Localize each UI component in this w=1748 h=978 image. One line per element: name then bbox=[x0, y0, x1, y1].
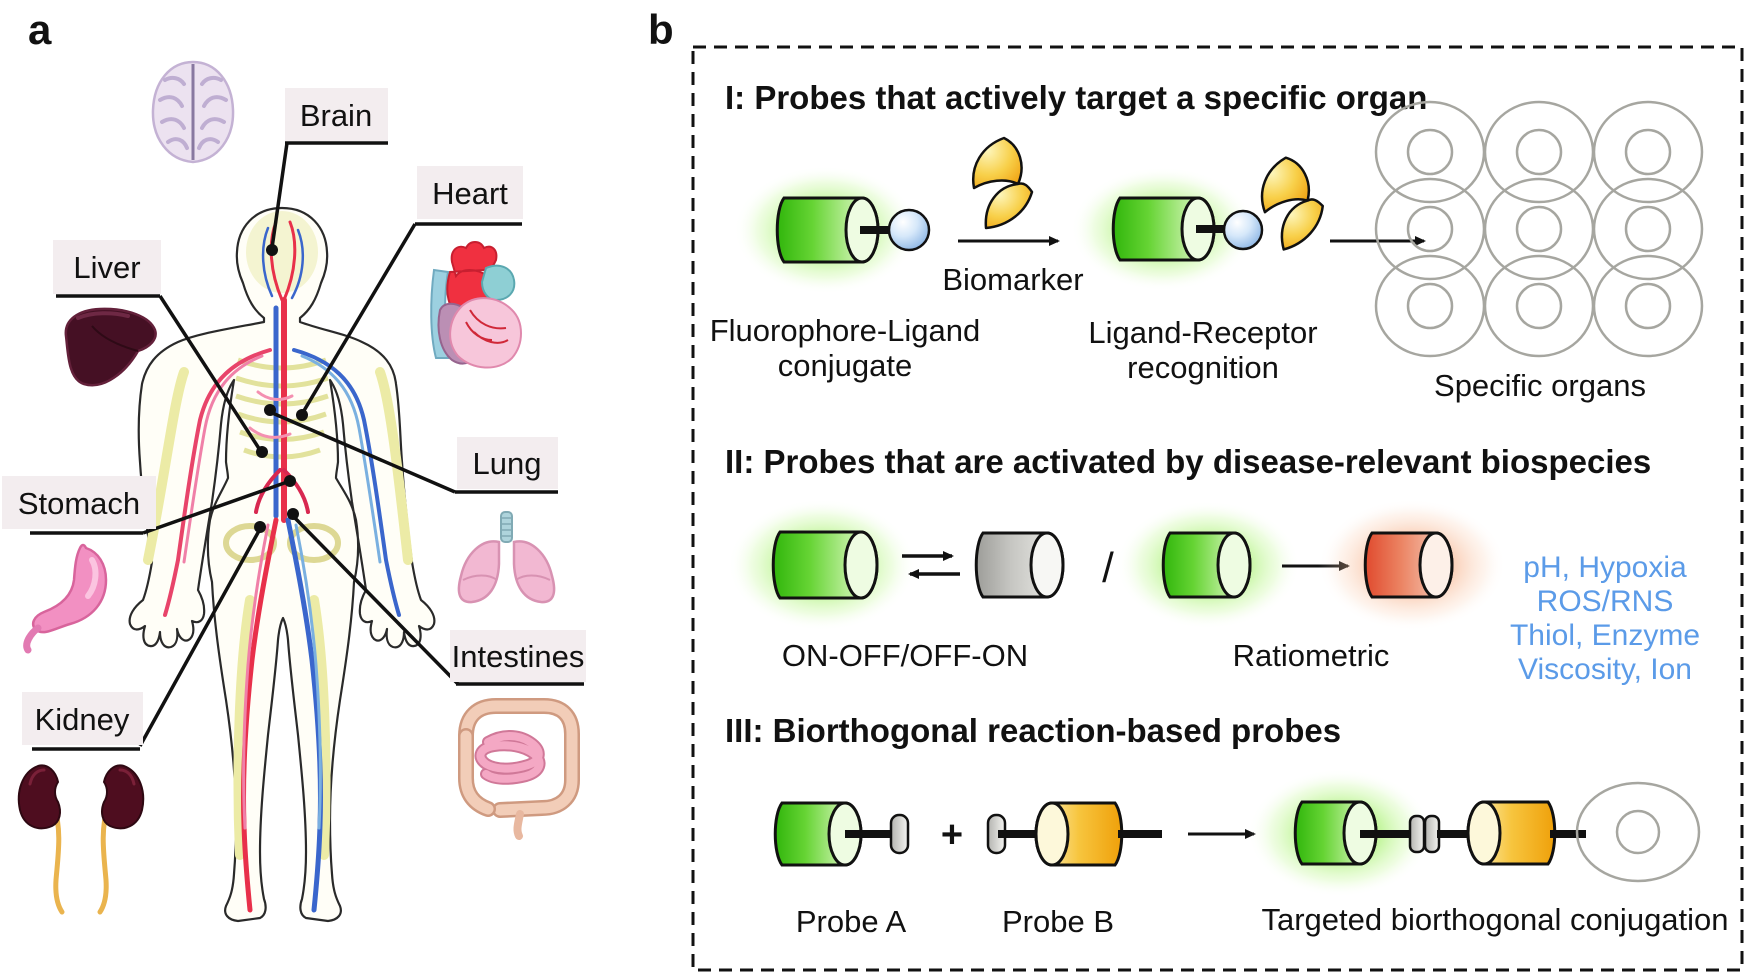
organ-label-stomach: Stomach bbox=[2, 476, 156, 535]
intestines-icon bbox=[458, 698, 580, 840]
organ-label-heart: Heart bbox=[415, 166, 523, 226]
conjugated-disc-1 bbox=[1408, 814, 1426, 854]
organ-label-kidney: Kidney bbox=[22, 692, 143, 751]
organ-label-brain: Brain bbox=[285, 88, 388, 145]
panel-b-letter: b bbox=[648, 6, 674, 53]
liver-label-text: Liver bbox=[73, 250, 140, 285]
panel-a-letter: a bbox=[28, 6, 52, 53]
human-body-illustration bbox=[128, 206, 436, 923]
analyte-line-4: Viscosity, Ion bbox=[1518, 653, 1692, 686]
biomarker-icon bbox=[972, 136, 1034, 230]
analyte-line-3: Thiol, Enzyme bbox=[1510, 619, 1700, 652]
lung-icon bbox=[457, 511, 556, 604]
specific-organs-caption: Specific organs bbox=[1434, 368, 1646, 403]
heart-icon bbox=[430, 241, 522, 369]
biomarker-arrow-label: Biomarker bbox=[942, 262, 1083, 297]
ratiometric-caption: Ratiometric bbox=[1233, 638, 1390, 673]
panel-a: a bbox=[2, 6, 586, 923]
organ-label-lung: Lung bbox=[455, 437, 558, 494]
probe-a-handle-disc bbox=[889, 813, 910, 855]
section-1: I: Probes that actively target a specifi… bbox=[710, 79, 1704, 403]
ratiometric-green-cylinder bbox=[1161, 531, 1252, 599]
recognition-caption-line2: recognition bbox=[1127, 350, 1279, 385]
organ-cell-grid bbox=[1374, 100, 1704, 358]
on-state-cylinder bbox=[771, 530, 879, 600]
product-caption: Targeted biorthogonal conjugation bbox=[1261, 902, 1728, 937]
panel-b: b I: Probes that actively target a speci… bbox=[648, 6, 1744, 972]
organ-marker-dots bbox=[254, 244, 308, 533]
section-3-title: III: Biorthogonal reaction-based probes bbox=[725, 712, 1341, 749]
section-2-title: II: Probes that are activated by disease… bbox=[725, 443, 1651, 480]
product-green-cylinder bbox=[1293, 800, 1378, 866]
analyte-list: pH, Hypoxia ROS/RNS Thiol, Enzyme Viscos… bbox=[1510, 551, 1700, 686]
equilibrium-arrows bbox=[902, 551, 960, 579]
conjugated-disc-2 bbox=[1423, 814, 1441, 854]
section-2: II: Probes that are activated by disease… bbox=[725, 443, 1700, 686]
lung-label-text: Lung bbox=[473, 446, 542, 481]
skull-tint bbox=[246, 211, 318, 293]
organ-label-intestines: Intestines bbox=[450, 630, 586, 686]
stomach-label-text: Stomach bbox=[18, 486, 140, 521]
plus-sign: + bbox=[941, 814, 963, 856]
kidney-label-text: Kidney bbox=[35, 702, 130, 737]
heart-label-text: Heart bbox=[432, 176, 508, 211]
section-1-title: I: Probes that actively target a specifi… bbox=[725, 79, 1427, 116]
brain-label-text: Brain bbox=[300, 98, 372, 133]
blood-vessels bbox=[163, 220, 401, 913]
section-3: III: Biorthogonal reaction-based probes … bbox=[725, 712, 1729, 939]
product-yellow-cylinder bbox=[1466, 800, 1557, 866]
probe-a-caption: Probe A bbox=[796, 904, 907, 939]
organ-label-liver: Liver bbox=[53, 240, 161, 298]
intestines-label-text: Intestines bbox=[452, 639, 585, 674]
on-off-caption: ON-OFF/OFF-ON bbox=[782, 638, 1028, 673]
ligand-sphere bbox=[887, 208, 931, 252]
probe-b-caption: Probe B bbox=[1002, 904, 1114, 939]
body-silhouette bbox=[128, 206, 436, 923]
brain-icon bbox=[151, 60, 235, 164]
receptor-icon bbox=[1260, 156, 1325, 251]
recognition-caption-line1: Ligand-Receptor bbox=[1088, 315, 1317, 350]
stomach-icon bbox=[23, 543, 108, 654]
kidney-icon bbox=[17, 764, 145, 915]
liver-icon bbox=[64, 307, 157, 387]
conjugate-caption-line1: Fluorophore-Ligand bbox=[710, 313, 981, 348]
off-state-cylinder bbox=[974, 531, 1065, 599]
target-cell bbox=[1575, 781, 1701, 883]
analyte-line-2: ROS/RNS bbox=[1537, 585, 1674, 618]
ligand-sphere bbox=[1222, 209, 1264, 251]
ratiometric-orange-cylinder bbox=[1363, 531, 1454, 599]
separator-slash: / bbox=[1102, 544, 1114, 591]
probe-b-cylinder bbox=[1034, 801, 1124, 867]
analyte-line-1: pH, Hypoxia bbox=[1523, 551, 1687, 584]
conjugate-caption-line2: conjugate bbox=[778, 348, 912, 383]
limb-bones bbox=[143, 367, 413, 860]
label-leader-lines bbox=[138, 142, 460, 747]
